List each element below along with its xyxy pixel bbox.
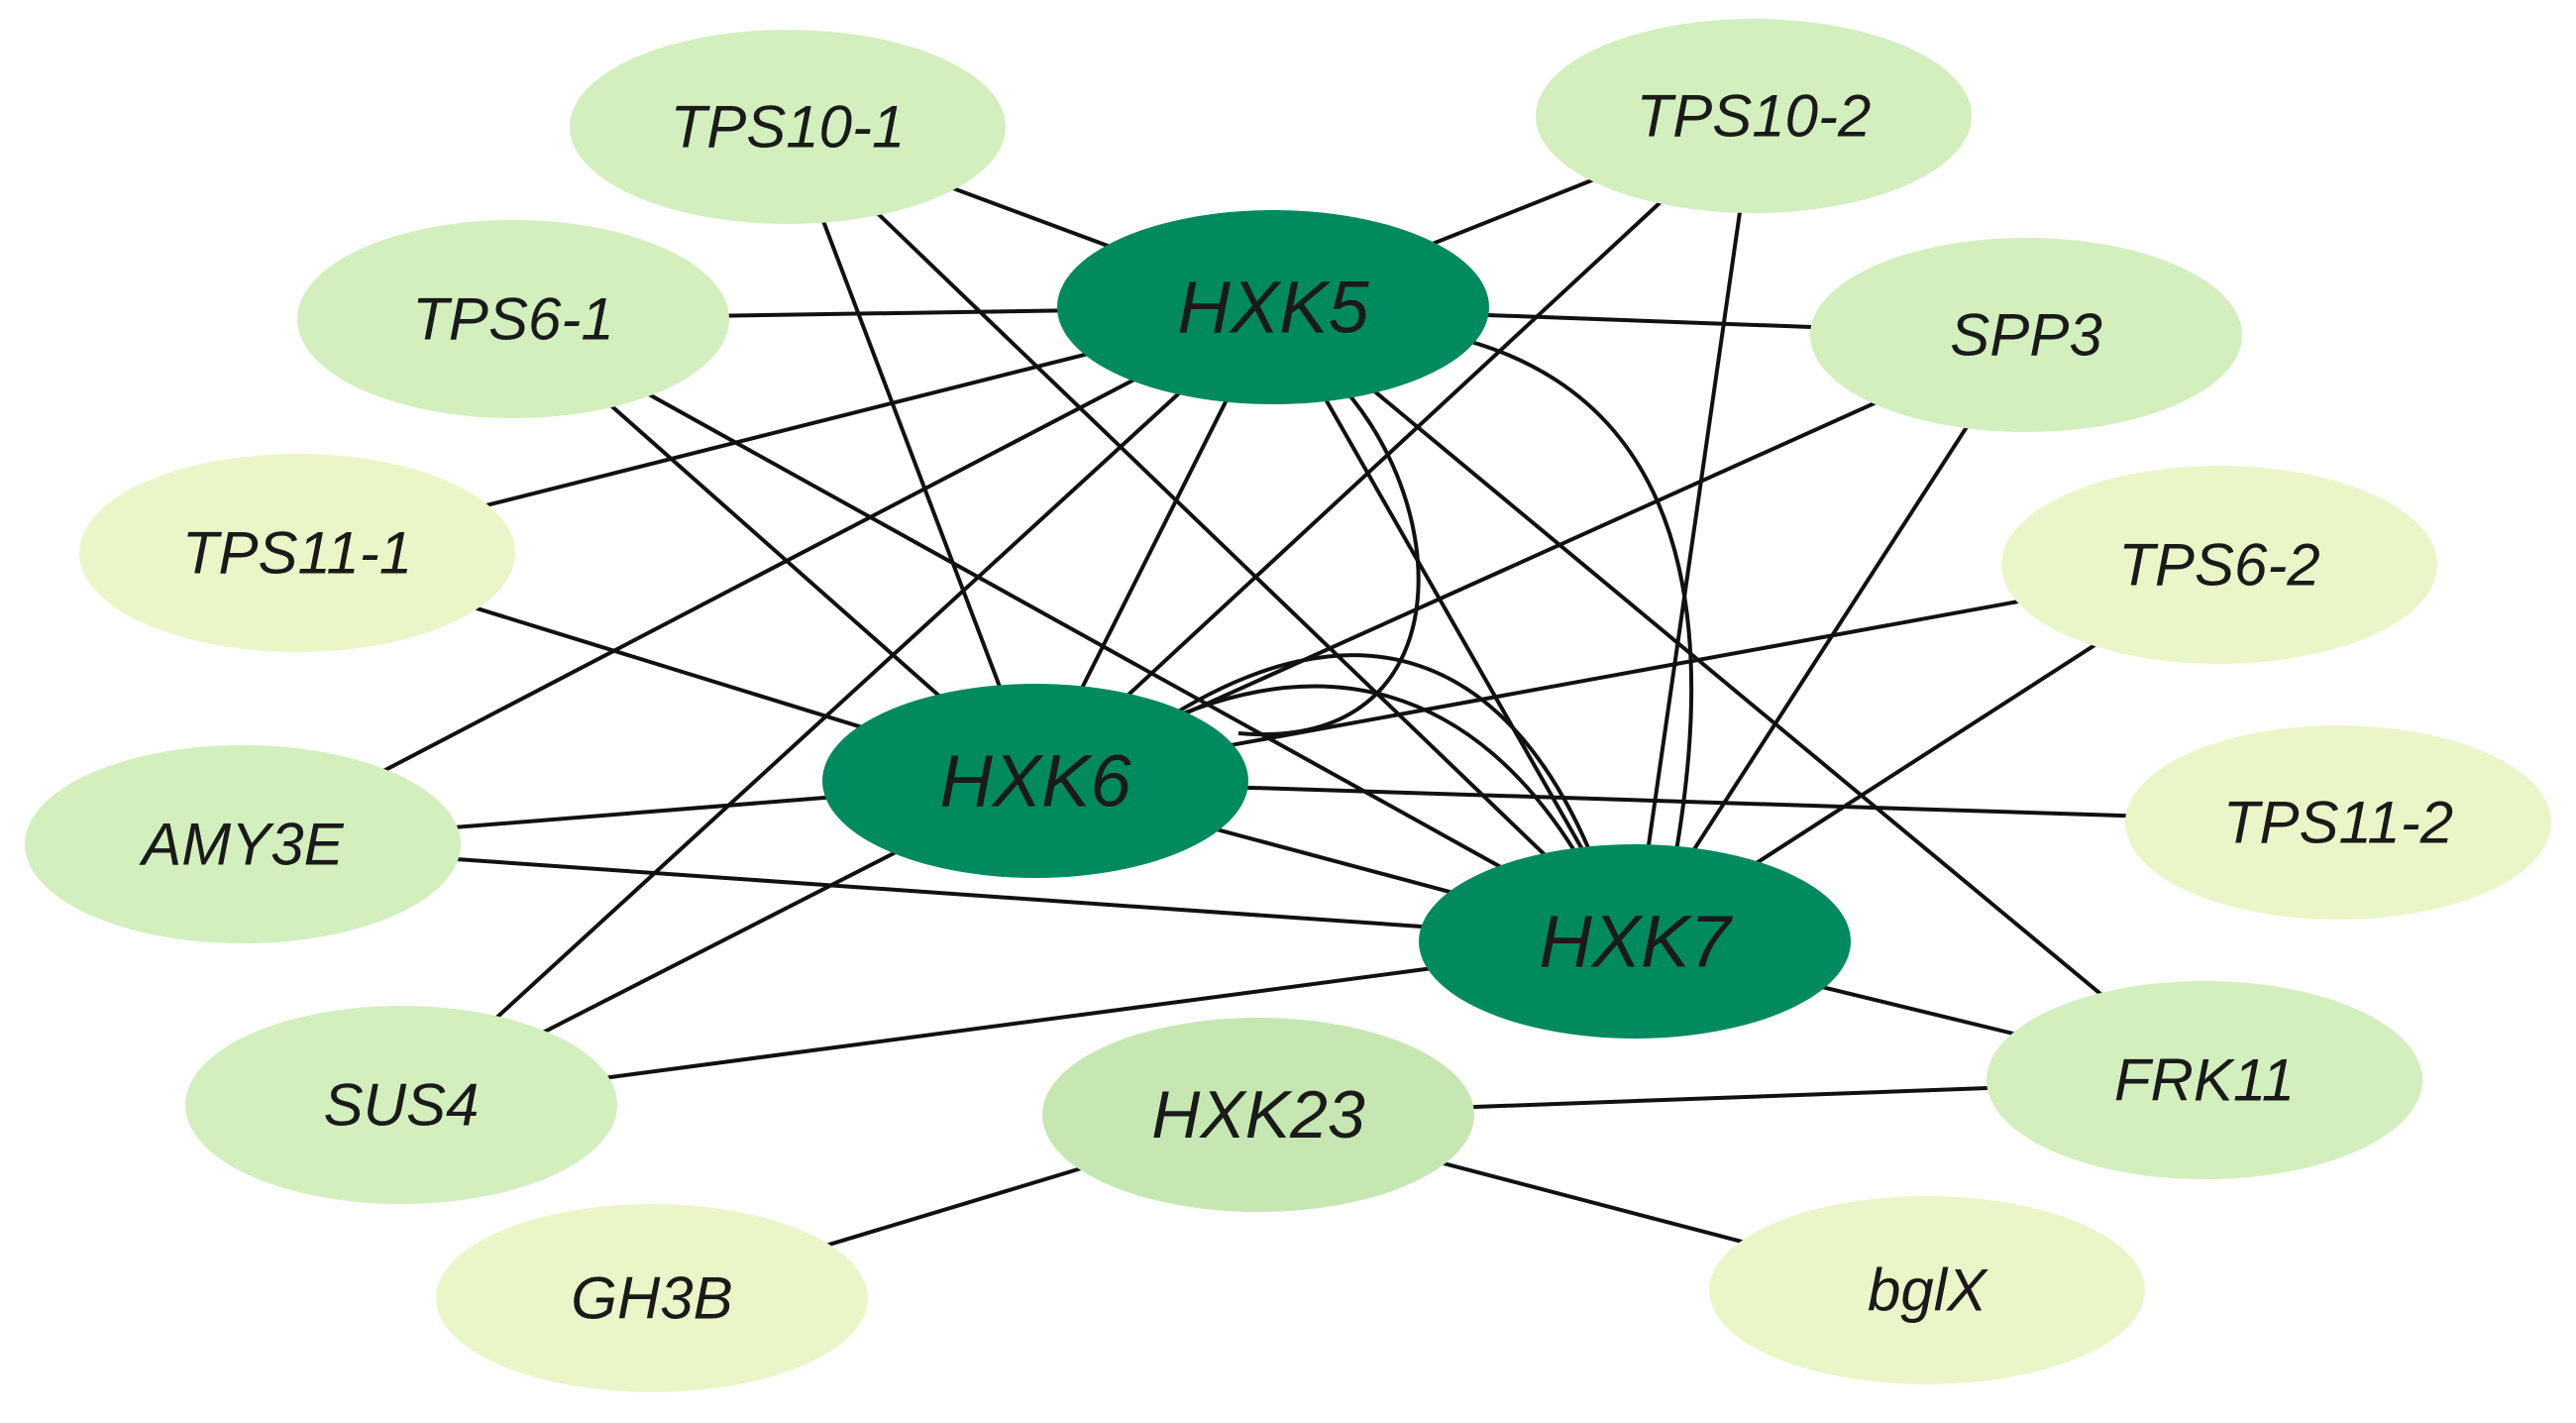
node-label-tps10-1: TPS10-1 <box>671 94 906 161</box>
node-tps6-1[interactable]: TPS6-1 <box>297 220 729 418</box>
node-ellipse-hxk23 <box>1042 1018 1474 1212</box>
node-ellipse-tps11-1 <box>79 454 515 652</box>
edge-hxk6-hxk7-curved-1 <box>1157 653 1592 853</box>
edge-tps10-1-hxk6 <box>786 126 1037 782</box>
edge-tps11-2-hxk6 <box>1034 779 2339 824</box>
node-label-tps11-2: TPS11-2 <box>2223 790 2453 856</box>
node-gh3b[interactable]: GH3B <box>436 1204 868 1392</box>
node-sus4[interactable]: SUS4 <box>185 1006 617 1204</box>
node-ellipse-tps6-2 <box>2001 466 2437 664</box>
node-ellipse-bglx <box>1709 1196 2145 1384</box>
node-frk11[interactable]: FRK11 <box>1986 981 2422 1179</box>
edge-sus4-hxk5 <box>399 305 1275 1107</box>
node-tps11-1[interactable]: TPS11-1 <box>79 454 515 652</box>
edge-amy3e-hxk5 <box>242 305 1274 846</box>
node-tps11-2[interactable]: TPS11-2 <box>2125 725 2551 920</box>
edge-spp3-hxk7 <box>1633 333 2028 943</box>
node-label-hxk5: HXK5 <box>1177 267 1369 349</box>
node-ellipse-tps11-2 <box>2125 725 2551 920</box>
edge-tps10-1-hxk7 <box>786 125 1637 943</box>
node-ellipse-sus4 <box>185 1006 617 1204</box>
node-hxk6[interactable]: HXK6 <box>822 684 1248 878</box>
edge-hxk5-hxk7-curved <box>1470 340 1694 863</box>
node-label-tps6-2: TPS6-2 <box>2118 532 2319 599</box>
edge-amy3e-hxk7 <box>242 842 1636 943</box>
node-tps10-1[interactable]: TPS10-1 <box>570 30 1006 224</box>
node-ellipse-tps10-1 <box>570 30 1006 224</box>
node-label-gh3b: GH3B <box>571 1265 732 1332</box>
node-label-tps10-2: TPS10-2 <box>1637 83 1872 150</box>
node-bglx[interactable]: bglX <box>1709 1196 2145 1384</box>
node-ellipse-frk11 <box>1986 981 2422 1179</box>
node-ellipse-amy3e <box>25 745 461 943</box>
node-label-hxk23: HXK23 <box>1151 1077 1365 1152</box>
edge-tps10-2-hxk7 <box>1633 115 1756 942</box>
node-label-hxk7: HXK7 <box>1539 901 1733 983</box>
node-hxk23[interactable]: HXK23 <box>1042 1018 1474 1212</box>
node-tps10-2[interactable]: TPS10-2 <box>1536 19 1972 213</box>
node-label-spp3: SPP3 <box>1950 302 2101 369</box>
node-amy3e[interactable]: AMY3E <box>25 745 461 943</box>
node-hxk7[interactable]: HXK7 <box>1419 844 1851 1039</box>
edge-tps6-1-hxk7 <box>512 317 1636 943</box>
node-ellipse-tps6-1 <box>297 220 729 418</box>
edge-tps10-2-hxk6 <box>1033 114 1756 783</box>
node-tps6-2[interactable]: TPS6-2 <box>2001 466 2437 664</box>
edge-hxk6-hxk7-curved-2 <box>1128 684 1577 854</box>
edge-hxk5-hxk7 <box>1271 306 1637 942</box>
edge-frk11-hxk5 <box>1271 305 2206 1082</box>
node-label-amy3e: AMY3E <box>139 812 344 878</box>
node-hxk5[interactable]: HXK5 <box>1057 210 1489 404</box>
node-label-tps11-1: TPS11-1 <box>182 520 412 587</box>
edge-hxk5-hxk6-curved <box>1237 370 1421 737</box>
node-label-sus4: SUS4 <box>324 1072 480 1139</box>
node-label-tps6-1: TPS6-1 <box>412 286 613 353</box>
node-ellipse-tps10-2 <box>1536 19 1972 213</box>
node-spp3[interactable]: SPP3 <box>1810 238 2242 432</box>
node-ellipse-hxk6 <box>822 684 1248 878</box>
node-ellipse-spp3 <box>1810 238 2242 432</box>
node-ellipse-gh3b <box>436 1204 868 1392</box>
node-ellipse-hxk5 <box>1057 210 1489 404</box>
node-label-frk11: FRK11 <box>2114 1047 2295 1114</box>
node-ellipse-hxk7 <box>1419 844 1851 1039</box>
node-label-hxk6: HXK6 <box>939 740 1131 822</box>
node-label-bglx: bglX <box>1868 1258 1988 1324</box>
